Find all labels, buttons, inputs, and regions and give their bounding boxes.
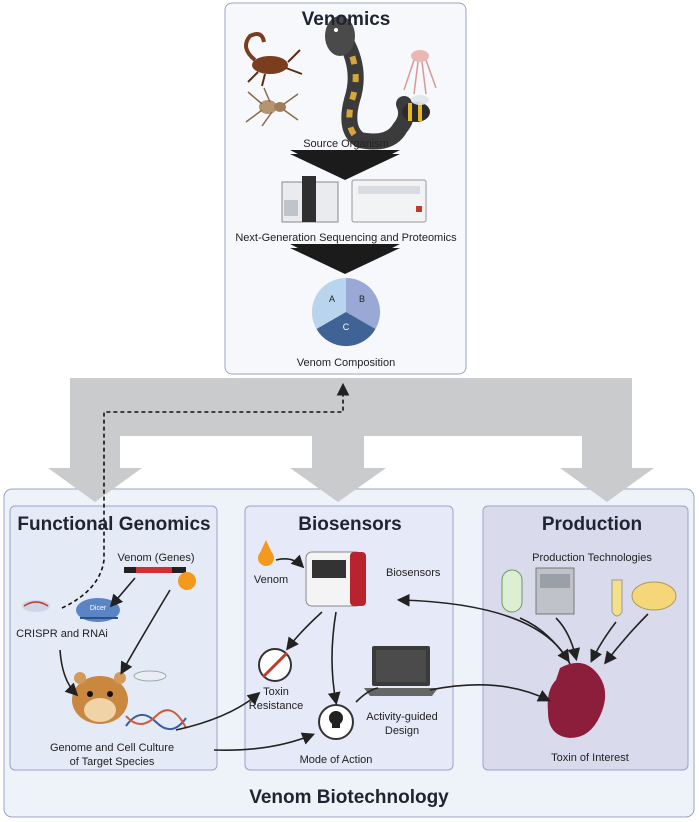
activity-guided-line1: Activity-guided [366, 711, 438, 723]
venom-composition-label: Venom Composition [296, 357, 396, 369]
venom-drop-icon-body [178, 572, 196, 590]
skull-icon [318, 704, 354, 740]
chevron-down-icon [290, 154, 400, 180]
gene-bar-icon [124, 567, 186, 573]
genome-label-line1: Genome and Cell Culture [49, 742, 175, 754]
bacteria-dish-icon [501, 569, 523, 613]
biosensors-venom-label: Venom [253, 574, 289, 586]
jellyfish-icon [403, 50, 437, 95]
venomics-panel [224, 2, 467, 375]
crispr-label: CRISPR and RNAi [16, 628, 108, 640]
pie-label-c: C [342, 322, 350, 332]
pie-label-b: B [358, 294, 366, 304]
venomics-title: Venomics [301, 9, 391, 30]
connector-arrows [59, 554, 649, 752]
distribution-arrows [48, 378, 654, 502]
venom-drop-icon [258, 550, 274, 566]
biosensors-device-label: Biosensors [386, 567, 441, 579]
sequencer-icon [281, 176, 339, 223]
spider-icon [245, 87, 299, 127]
yeast-plate-icon [631, 581, 677, 611]
biosensor-device-icon [305, 551, 366, 607]
pie-slice-b [346, 277, 381, 329]
bioreactor-icon [535, 567, 575, 615]
production-title: Production [541, 514, 643, 535]
petri-dish-icon [133, 670, 167, 682]
mass-spec-icon [351, 179, 427, 223]
pie-label-a: A [328, 294, 336, 304]
activity-guided-line2: Design [384, 725, 420, 737]
dicer-label: Dicer [89, 605, 107, 612]
functional-genomics-title: Functional Genomics [17, 514, 211, 535]
hamster-icon [72, 672, 128, 724]
genome-label-line2: of Target Species [69, 756, 155, 768]
snake-icon [325, 16, 415, 150]
laptop-icon [364, 646, 438, 696]
venom-biotechnology-title: Venom Biotechnology [249, 787, 449, 808]
bee-icon [402, 95, 430, 122]
production-panel [482, 505, 689, 771]
chevron-down-icon [290, 248, 400, 274]
pie-slice-a [311, 277, 346, 329]
crispr-icon [22, 600, 50, 612]
dna-icon [125, 709, 187, 730]
venom-genes-label: Venom (Genes) [117, 552, 195, 564]
no-toxin-icon [258, 648, 292, 682]
test-tube-icon [611, 579, 623, 617]
mode-of-action-label: Mode of Action [299, 754, 373, 766]
toxin-of-interest-label: Toxin of Interest [551, 752, 629, 764]
biosensors-title: Biosensors [298, 514, 402, 535]
scorpion-icon [244, 32, 303, 87]
ngs-label: Next-Generation Sequencing and Proteomic… [235, 232, 457, 244]
pie-slice-c [316, 312, 376, 347]
composition-pie [311, 277, 381, 347]
venom-drop-icon-tip [260, 540, 272, 553]
production-technologies-label: Production Technologies [532, 552, 652, 564]
dicer-icon [76, 598, 120, 622]
toxin-blob-icon [547, 662, 606, 738]
source-organism-label: Source Organism [303, 138, 389, 150]
toxin-resistance-line1: Toxin [263, 686, 289, 698]
toxin-resistance-line2: Resistance [248, 700, 304, 712]
biosensors-panel [244, 505, 454, 771]
